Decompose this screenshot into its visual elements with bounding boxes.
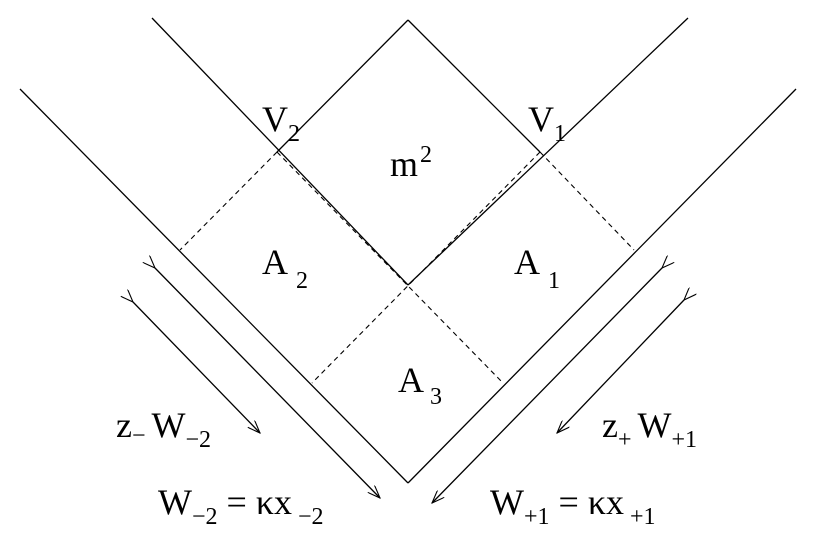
label-v2: V2 <box>262 99 300 147</box>
label-m-squared: m2 <box>390 142 432 184</box>
label-bottom-left-equation: W−2 = κx −2 <box>158 482 324 530</box>
dashed-line-v2-to-right <box>276 151 504 384</box>
right-double-arrow-lower <box>557 300 684 433</box>
right-double-arrow-upper <box>432 268 662 503</box>
left-double-arrow-lower <box>133 302 260 433</box>
dashed-line-right-edge <box>539 151 635 251</box>
label-v1: V1 <box>528 99 566 147</box>
label-right-arrow: z+W+1 <box>602 405 697 453</box>
label-left-arrow: z−W−2 <box>116 405 211 453</box>
left-double-arrow-upper <box>155 268 380 498</box>
inner-right-upper-line <box>407 17 689 286</box>
diamond-top-right-edge <box>407 19 541 153</box>
outer-left-line <box>19 88 409 484</box>
dashed-line-v1-to-left <box>311 151 541 384</box>
inner-left-upper-line <box>151 17 409 286</box>
dashed-line-left-edge <box>179 151 278 251</box>
label-bottom-right-equation: W+1 = κx +1 <box>490 482 656 530</box>
diamond-top-left-edge <box>276 19 409 153</box>
